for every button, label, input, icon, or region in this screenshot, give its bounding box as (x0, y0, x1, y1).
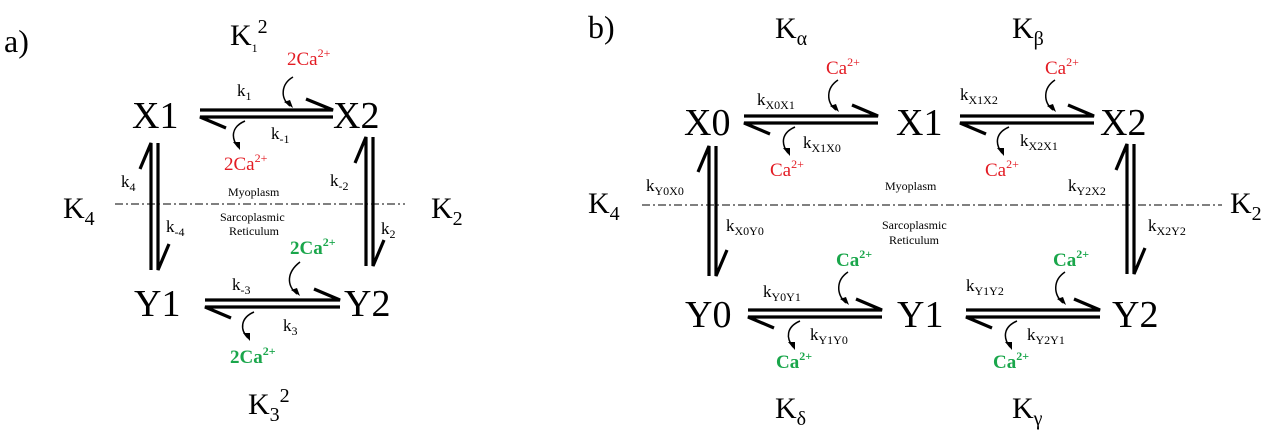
ion-y12-out: Ca2+ (993, 349, 1029, 373)
state-y1: Y1 (134, 283, 180, 325)
rate-k-y2x2: kY2X2 (1068, 176, 1106, 198)
rate-k-y0x0: kY0X0 (646, 176, 684, 198)
curl-arrowhead-x12-out (997, 148, 1004, 156)
ion-y01-out: Ca2+ (776, 349, 812, 373)
curl-arrowhead-x01-in (830, 104, 839, 112)
label-reticulum: Reticulum (229, 224, 280, 238)
arrow-x0-to-x1 (744, 103, 879, 118)
state-y1: Y1 (897, 294, 943, 336)
panel-b: b) X0 X1 X2 Y0 Y1 Y2 Kα Kβ Kδ Kγ K4 K2 M… (588, 9, 1262, 430)
rate-k-x1x0: kX1X0 (803, 133, 841, 155)
rate-k-y1y0: kY1Y0 (810, 325, 848, 347)
arrow-x1-to-x2 (200, 97, 334, 112)
constant-k2: K2 (431, 192, 463, 230)
constant-k-alpha: Kα (775, 12, 808, 50)
curl-arrowhead-bottom-out (243, 333, 250, 341)
arrow-x0-to-y0 (714, 146, 729, 277)
panel-a-label: a) (4, 23, 29, 59)
ion-x01-out: Ca2+ (770, 157, 804, 181)
panel-a: a) X1 X2 Y1 Y2 K12 K32 K4 K2 Myoplasm Sa… (4, 16, 463, 426)
ion-x12-out: Ca2+ (985, 157, 1019, 181)
arrow-x1-to-y1 (156, 143, 171, 271)
curl-arrowhead-y12-out (1005, 342, 1012, 350)
rate-k2: k2 (381, 219, 396, 241)
panel-b-label: b) (588, 9, 615, 45)
arrow-y1-to-y2-b (966, 297, 1101, 312)
arrow-x1-to-x2-b (960, 103, 1095, 118)
state-y0: Y0 (685, 294, 731, 336)
ion-x01-in: Ca2+ (826, 55, 860, 79)
state-x1: X1 (896, 102, 942, 144)
constant-k4: K4 (63, 192, 95, 230)
curl-arrowhead-top-in (284, 100, 293, 108)
state-y2: Y2 (1112, 294, 1158, 336)
label-myoplasm: Myoplasm (228, 185, 280, 199)
state-x2: X2 (333, 95, 379, 137)
curl-arrowhead-y01-out (788, 342, 795, 350)
rate-k-minus-3: k-3 (232, 275, 251, 297)
constant-k1-squared: K12 (230, 16, 268, 55)
curl-arrowhead-top-out (233, 142, 240, 150)
rate-k-minus-2: k-2 (330, 171, 349, 193)
rate-k1: k1 (237, 81, 252, 103)
arrow-y2-to-y1 (204, 305, 340, 320)
arrow-y2-to-y1-b (965, 315, 1100, 330)
constant-k-delta: Kδ (775, 392, 806, 430)
ion-bottom-out: 2Ca2+ (230, 344, 276, 368)
rate-k-y0y1: kY0Y1 (763, 282, 801, 304)
rate-k-x2y2: kX2Y2 (1148, 216, 1186, 238)
curl-arrowhead-x01-out (783, 148, 790, 156)
arrow-y2-to-x2 (353, 136, 368, 266)
ion-top-out: 2Ca2+ (224, 151, 268, 175)
arrow-x2-to-y2 (371, 137, 386, 267)
state-x2: X2 (1100, 102, 1146, 144)
arrow-y0-to-y1 (748, 297, 883, 312)
label-sarcoplasmic: Sarcoplasmic (220, 210, 285, 224)
ion-x12-in: Ca2+ (1045, 55, 1079, 79)
arrow-x2-to-x1-b (959, 121, 1094, 136)
rate-k-x0x1: kX0X1 (757, 90, 795, 112)
state-x0: X0 (684, 102, 730, 144)
rate-k4: k4 (121, 172, 136, 194)
ion-y12-in: Ca2+ (1053, 247, 1089, 271)
rate-k3: k3 (283, 316, 298, 338)
curl-arrowhead-x12-in (1047, 104, 1056, 112)
state-y2: Y2 (344, 283, 390, 325)
label-reticulum-b: Reticulum (889, 233, 940, 247)
ion-bottom-in: 2Ca2+ (290, 235, 336, 259)
curl-arrowhead-bottom-in (291, 288, 300, 296)
rate-k-y1y2: kY1Y2 (966, 276, 1004, 298)
constant-k-gamma: Kγ (1012, 392, 1043, 430)
arrow-x1-to-x0 (743, 121, 878, 136)
constant-k4-b: K4 (588, 187, 620, 225)
constant-k2-b: K2 (1230, 187, 1262, 225)
arrow-y0-to-x0 (696, 145, 711, 276)
arrow-y1-to-x1 (138, 142, 153, 270)
rate-k-minus-4: k-4 (166, 217, 185, 239)
constant-k-beta: Kβ (1012, 12, 1044, 50)
rate-k-y2y1: kY2Y1 (1027, 325, 1065, 347)
arrow-y1-to-y2 (205, 287, 341, 302)
arrow-x2-to-x1 (199, 115, 333, 130)
rate-k-x1x2: kX1X2 (960, 85, 998, 107)
curl-arrowhead-y12-in (1057, 297, 1066, 305)
label-myoplasm-b: Myoplasm (885, 179, 937, 193)
arrow-x2-to-y2-b (1132, 144, 1147, 275)
curl-arrowhead-y01-in (840, 297, 849, 305)
rate-k-x2x1: kX2X1 (1020, 131, 1058, 153)
label-sarcoplasmic-b: Sarcoplasmic (882, 218, 947, 232)
constant-k3-squared: K32 (248, 385, 290, 426)
ion-y01-in: Ca2+ (836, 247, 872, 271)
arrow-y1-to-y0 (747, 315, 882, 330)
rate-k-x0y0: kX0Y0 (726, 216, 764, 238)
ion-top-in: 2Ca2+ (287, 46, 331, 70)
arrow-y2-to-x2-b (1114, 143, 1129, 274)
rate-k-minus-1: k-1 (271, 124, 290, 146)
state-x1: X1 (132, 95, 178, 137)
